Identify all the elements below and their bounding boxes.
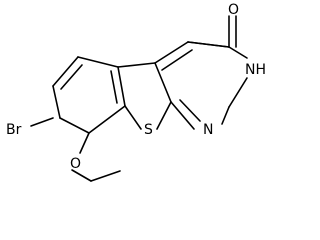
- bond: [124, 105, 142, 130]
- bond: [59, 117, 90, 134]
- bond: [228, 77, 248, 108]
- bond: [52, 85, 61, 119]
- atom-label-nh: NH: [245, 62, 266, 78]
- atom-label-sulfur: S: [144, 122, 153, 138]
- bond: [30, 117, 54, 127]
- bond: [60, 64, 83, 90]
- bond: [170, 101, 195, 130]
- bond: [117, 62, 156, 68]
- bond: [117, 66, 126, 107]
- atom-label-nitrogen: N: [203, 122, 213, 138]
- bond: [228, 46, 248, 59]
- bond: [77, 56, 119, 68]
- bond: [221, 106, 230, 125]
- bond: [79, 132, 90, 154]
- bond: [90, 170, 121, 182]
- atom-label-carbonyl-oxygen: O: [228, 2, 239, 18]
- bond: [71, 169, 92, 182]
- chemical-structure: O NH N S Br O: [6, 2, 266, 182]
- bond: [110, 70, 118, 104]
- bond: [154, 62, 172, 103]
- atom-label-bromine: Br: [6, 122, 22, 138]
- bond: [161, 49, 193, 71]
- bond: [154, 41, 189, 64]
- bond: [187, 41, 230, 48]
- atom-label-ether-oxygen: O: [70, 156, 81, 172]
- bond: [156, 101, 172, 130]
- bond: [88, 105, 126, 134]
- bond: [52, 56, 79, 87]
- bond: [179, 99, 201, 122]
